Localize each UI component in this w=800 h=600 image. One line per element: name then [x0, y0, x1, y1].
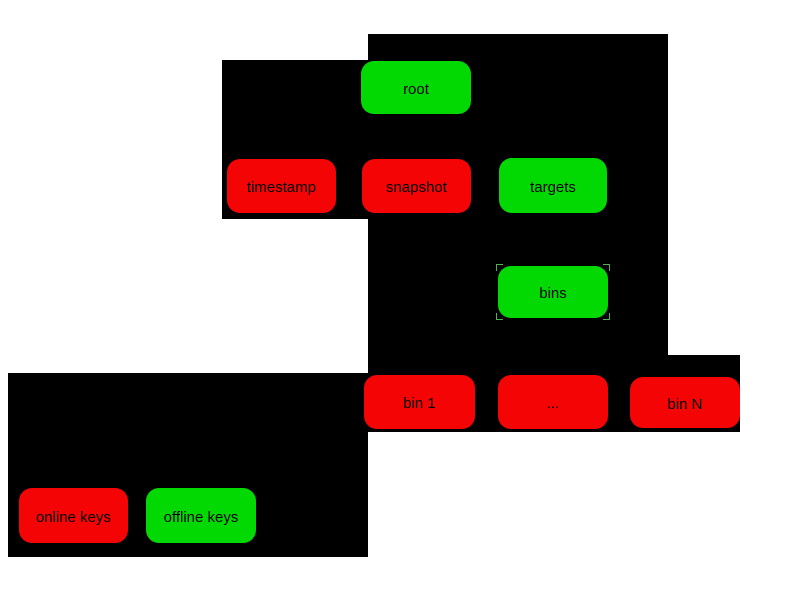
node-online-keys: online keys: [19, 488, 128, 543]
selection-corner-top-left: [496, 264, 503, 271]
node-bin-ellipsis: ...: [498, 375, 608, 429]
node-bin-n-label: bin N: [667, 395, 703, 413]
node-root-label: root: [403, 80, 429, 98]
node-bins: bins: [496, 264, 610, 320]
node-offline-keys-label: offline keys: [163, 508, 239, 526]
node-bin-n: bin N: [630, 377, 740, 428]
node-bin-ellipsis-label: ...: [546, 395, 560, 412]
node-timestamp: timestamp: [227, 159, 336, 213]
node-targets: targets: [499, 158, 607, 213]
node-bins-label: bins: [539, 285, 567, 302]
selection-corner-bottom-left: [496, 313, 503, 320]
node-snapshot: snapshot: [362, 159, 471, 213]
node-snapshot-label: snapshot: [386, 179, 447, 196]
node-offline-keys: offline keys: [146, 488, 256, 543]
selection-corner-bottom-right: [603, 313, 610, 320]
node-bin-1: bin 1: [364, 375, 475, 429]
node-online-keys-label: online keys: [35, 508, 112, 526]
selection-corner-top-right: [603, 264, 610, 271]
node-targets-label: targets: [530, 178, 576, 196]
node-timestamp-label: timestamp: [246, 179, 317, 196]
node-root: root: [361, 61, 471, 114]
node-bin-1-label: bin 1: [403, 395, 436, 412]
